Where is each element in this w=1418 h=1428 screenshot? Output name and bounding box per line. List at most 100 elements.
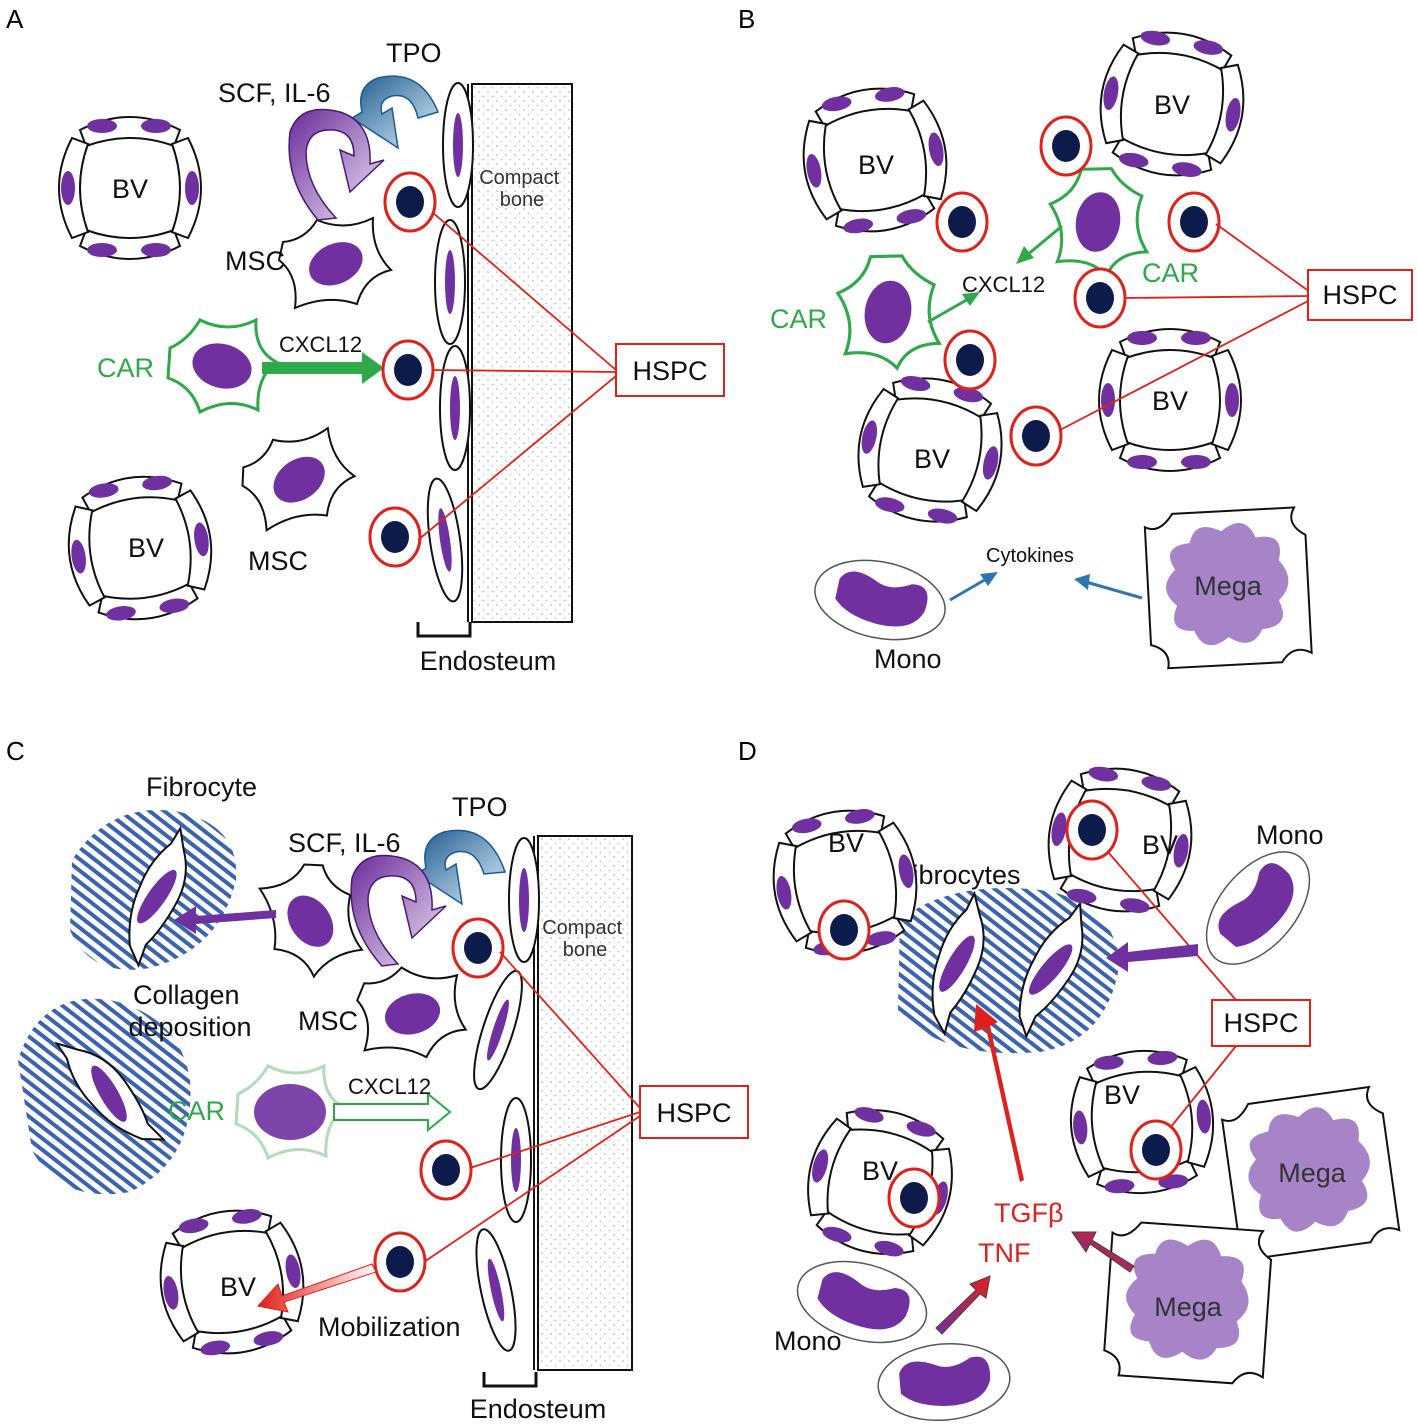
msc-to-fibrocyte-arrow — [174, 906, 276, 934]
collagen-label-c: Collagen deposition — [128, 980, 251, 1042]
scf-arrow-a — [288, 108, 385, 221]
bv-label: BV — [1152, 386, 1188, 416]
fibrocyte-hatch-d — [898, 888, 1120, 1054]
car-label-c: CAR — [168, 1096, 225, 1126]
bv-d4: BV — [792, 1094, 968, 1270]
tpo-arrow-a — [350, 75, 440, 150]
tnf-label-d: TNF — [978, 1238, 1030, 1268]
hspc-box-b — [1307, 269, 1413, 321]
hspc-lines-b — [1059, 223, 1311, 431]
cxcl12-arrow-c — [333, 1091, 452, 1133]
msc-label-c: MSC — [298, 1006, 358, 1036]
compact-bone-a — [471, 83, 573, 623]
bv-label: BV — [128, 533, 164, 563]
cytokine-arrow-b2 — [1085, 580, 1143, 600]
mega-label-d2: Mega — [1154, 1292, 1223, 1322]
bv-label: BV — [914, 444, 950, 474]
compact-bone-line-c: Compact — [542, 917, 622, 939]
bv-label: BV — [220, 1272, 256, 1302]
bv-a1: BV — [58, 116, 202, 260]
mobilization-label-c: Mobilization — [318, 1312, 461, 1342]
fibrocyte-label-c: Fibrocyte — [146, 772, 257, 802]
cxcl12-label-b: CXCL12 — [962, 272, 1045, 297]
panel-d: D Fibrocytes BV BV BV BV HS — [738, 736, 1402, 1427]
bv-label: BV — [858, 150, 894, 180]
compact-bone-line1-a: Compact — [479, 167, 559, 189]
cxcl12-arrow-b2 — [1025, 224, 1063, 258]
cxcl12-arrow-a — [262, 352, 384, 384]
bv-a2: BV — [58, 466, 222, 630]
bv-label: BV — [1142, 830, 1178, 860]
cytokine-arrow-b1 — [949, 576, 989, 602]
cxcl12-arrowhead-b2 — [1016, 246, 1034, 264]
compact-bone-label-a: Compact bone — [479, 167, 565, 211]
tgfb-label-d: TGFβ — [994, 1198, 1064, 1228]
label-line: bone — [500, 189, 545, 211]
bv-label: BV — [828, 828, 864, 858]
panel-c-letter: C — [6, 736, 25, 766]
collagen-line: Collagen — [133, 980, 240, 1010]
bv-label: BV — [112, 174, 148, 204]
cxcl12-label-a: CXCL12 — [279, 332, 362, 357]
msc-label-a1: MSC — [225, 246, 285, 276]
endosteum-label-a: Endosteum — [420, 646, 557, 676]
mono-label-b: Mono — [874, 644, 942, 674]
compact-bone-c — [537, 835, 633, 1371]
panel-d-letter: D — [738, 736, 757, 766]
car-cell-c — [234, 1063, 347, 1161]
hspc-box-c — [639, 1085, 749, 1139]
tnf-arrow-d — [935, 1275, 991, 1335]
hspc-box-a — [615, 343, 725, 397]
mobilization-arrow-c — [257, 1263, 377, 1313]
cytokine-arrowhead-b1 — [980, 572, 998, 586]
scf-label-a: SCF, IL-6 — [218, 78, 331, 108]
cxcl12-arrow-b1 — [927, 296, 971, 324]
bv-d1: BV — [761, 798, 929, 966]
hspc-lines-d — [1107, 851, 1237, 1129]
car-label-b2: CAR — [1142, 258, 1199, 288]
bv-b4: BV — [1098, 328, 1242, 472]
bv-d2: BV — [1036, 756, 1204, 924]
scf-arrow-c — [350, 854, 447, 967]
compact-bone-label-c: Compact bone — [542, 917, 628, 961]
cytokine-arrowhead-b2 — [1074, 574, 1090, 590]
label-line: deposition — [128, 1012, 251, 1042]
bv-c1: BV — [148, 1198, 316, 1366]
cytokines-label-b: Cytokines — [986, 545, 1074, 567]
tpo-label-a: TPO — [386, 38, 442, 68]
panel-b: B BV BV BV BV CAR CAR CXCL12 — [738, 4, 1413, 674]
endosteum-bracket-a — [416, 622, 472, 638]
bv-d3: BV — [1064, 1044, 1220, 1200]
panel-c: C Fibrocyte Collagen deposition Compact … — [6, 736, 749, 1424]
hspc-label-a: HSPC — [632, 356, 707, 386]
label-line: bone — [563, 939, 608, 961]
mono-label-d2: Mono — [774, 1326, 842, 1356]
cxcl12-label-c: CXCL12 — [348, 1074, 431, 1099]
hspc-lines-a — [417, 211, 617, 541]
tpo-label-c: TPO — [452, 792, 508, 822]
tpo-arrow-c — [414, 829, 507, 906]
bv-b2: BV — [1088, 20, 1256, 188]
hspc-lines-c — [423, 951, 641, 1263]
endosteum-bracket-c — [482, 1372, 538, 1388]
mega-label-d1: Mega — [1278, 1158, 1347, 1188]
bv-label: BV — [1104, 1080, 1140, 1110]
bv-b3: BV — [844, 364, 1016, 536]
cxcl12-arrowhead-b1 — [962, 292, 980, 306]
panel-a-letter: A — [6, 4, 24, 34]
scf-label-c: SCF, IL-6 — [288, 828, 401, 858]
mega-to-tgfb-arrow-d — [1071, 1231, 1135, 1273]
car-label-a: CAR — [97, 353, 154, 383]
bv-label: BV — [1154, 90, 1190, 120]
mono-label-d1: Mono — [1256, 820, 1324, 850]
tgfb-arrow-d — [974, 1004, 1024, 1182]
panel-a: A Compact bone BV BV MSC MSC CAR CXCL12 — [6, 4, 725, 676]
hspc-box-d — [1211, 999, 1311, 1047]
bv-b1: BV — [791, 76, 959, 244]
mono-to-fibro-arrow-d — [1106, 942, 1198, 972]
panel-b-letter: B — [738, 4, 755, 34]
hspc-label-c: HSPC — [656, 1098, 731, 1128]
hspc-label-b: HSPC — [1322, 280, 1397, 310]
mega-label-b: Mega — [1194, 571, 1263, 601]
